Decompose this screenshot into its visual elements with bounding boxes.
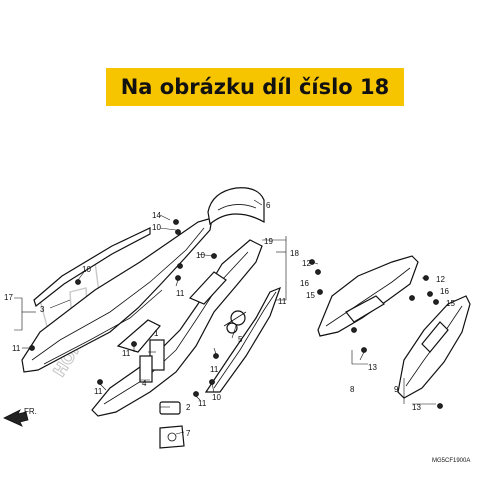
part-2 [159, 401, 181, 415]
fasteners [29, 219, 443, 409]
front-direction-arrow: FR. [3, 407, 37, 427]
bolt-15b [433, 299, 439, 305]
bolt-11f [213, 353, 219, 359]
bolt-11e [131, 341, 137, 347]
callout-6: 6 [266, 201, 271, 210]
clip-13b [437, 403, 443, 409]
callout-7: 7 [186, 429, 191, 438]
bolt-11b [177, 263, 183, 269]
callout-15: 15 [306, 291, 315, 300]
callout-10: 10 [152, 223, 161, 232]
small-parts [139, 310, 247, 449]
callout-16: 16 [300, 279, 309, 288]
callout-10: 10 [82, 265, 91, 274]
bolt-10d [209, 379, 215, 385]
tail-strip [204, 286, 282, 393]
bolt-14 [173, 219, 179, 225]
callout-8: 8 [350, 385, 355, 394]
callout-12: 12 [302, 259, 311, 268]
bolt-10c [211, 253, 217, 259]
callout-11: 11 [94, 387, 103, 396]
bolt-11a [175, 275, 181, 281]
callout-10: 10 [196, 251, 205, 260]
callout-15: 15 [446, 299, 455, 308]
callout-16: 16 [440, 287, 449, 296]
callout-10: 10 [212, 393, 221, 402]
callout-3: 3 [40, 305, 45, 314]
grommet-16a [315, 269, 321, 275]
part-7 [159, 425, 185, 449]
part-number-banner: Na obrázku díl číslo 18 [106, 68, 404, 106]
callout-19: 19 [264, 237, 273, 246]
bolt-15a [317, 289, 323, 295]
callout-13: 13 [368, 363, 377, 372]
callout-labels: 14 10 10 10 11 6 17 3 11 19 18 11 1 11 4… [4, 201, 455, 438]
bolt-11g [193, 391, 199, 397]
diagram-code: MG5CF1900A [432, 458, 470, 464]
callout-2: 2 [186, 403, 191, 412]
center-rear-cover [91, 239, 263, 417]
right-side-cover-upper [317, 255, 419, 337]
callout-5: 5 [238, 335, 243, 344]
callout-11: 11 [210, 365, 219, 374]
right-side-cover-lower [397, 295, 471, 399]
bolt-11d [97, 379, 103, 385]
grommet-16b [427, 291, 433, 297]
callout-9: 9 [394, 385, 399, 394]
callout-18: 18 [290, 249, 299, 258]
rear-cowl-top [207, 187, 265, 226]
leader-lines [14, 199, 436, 435]
callout-17: 17 [4, 293, 13, 302]
left-side-cover [21, 217, 213, 373]
callout-11: 11 [12, 344, 21, 353]
clip-13a [361, 347, 367, 353]
bolt-10b [175, 229, 181, 235]
callout-11: 11 [176, 289, 185, 298]
callout-12: 12 [436, 275, 445, 284]
callout-11: 11 [198, 399, 207, 408]
callout-13: 13 [412, 403, 421, 412]
callout-11: 11 [278, 297, 287, 306]
bolt-11c [29, 345, 35, 351]
callout-1: 1 [154, 329, 159, 338]
direction-label: FR. [24, 407, 37, 416]
part-1 [149, 339, 165, 371]
bolt-10a [75, 279, 81, 285]
callout-4: 4 [142, 379, 147, 388]
callout-14: 14 [152, 211, 161, 220]
callout-11: 11 [122, 349, 131, 358]
